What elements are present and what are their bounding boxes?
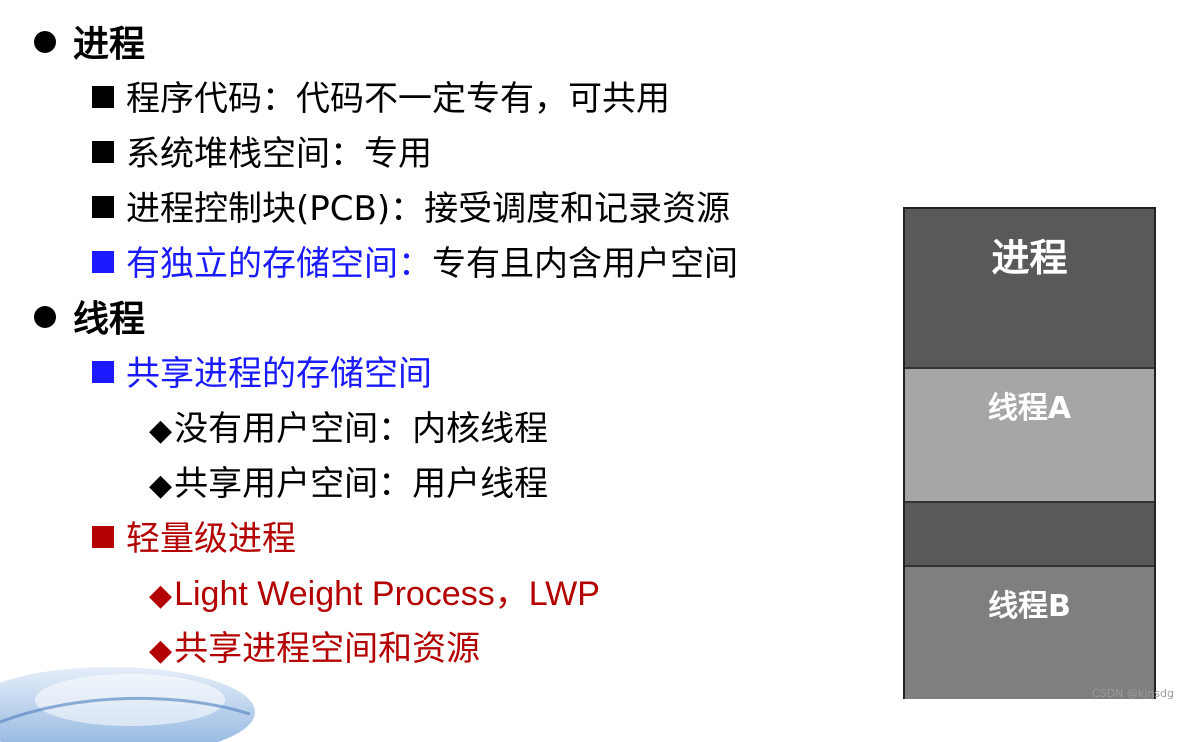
diamond-bullet-icon: ◆: [149, 633, 173, 668]
square-bullet-icon: [92, 196, 114, 218]
outline-text: 共享用户空间：用户线程: [174, 464, 549, 504]
square-bullet-icon: [92, 361, 114, 383]
outline-text: 没有用户空间：内核线程: [174, 409, 549, 449]
process-label: 进程: [991, 236, 1068, 280]
outline-text: 程序代码：代码不一定专有，可共用: [126, 79, 670, 119]
watermark: CSDN @kjnsdg: [1092, 687, 1174, 700]
dot-bullet-icon: [34, 306, 56, 328]
square-bullet-icon: [92, 86, 114, 108]
outline-text: 进程控制块(PCB)：接受调度和记录资源: [126, 189, 731, 229]
outline-item-user-thread: ◆共享用户空间：用户线程: [149, 467, 548, 501]
thread-a-label: 线程A: [987, 391, 1072, 426]
outline-text: 线程: [73, 299, 146, 340]
outline-item-process: 进程: [34, 27, 145, 63]
outline-item-thread: 线程: [34, 302, 145, 338]
outline-item-independent-storage: 有独立的存储空间：专有且内含用户空间: [92, 247, 738, 281]
square-bullet-icon: [92, 251, 114, 273]
outline-item-shared-resources: ◆共享进程空间和资源: [149, 632, 480, 666]
process-block: 进程: [905, 209, 1154, 367]
outline-text: 进程: [73, 24, 146, 65]
outline-text: Light Weight Process，LWP: [174, 575, 600, 613]
outline-item-pcb: 进程控制块(PCB)：接受调度和记录资源: [92, 192, 730, 226]
outline-text: 共享进程空间和资源: [174, 629, 481, 669]
square-bullet-icon: [92, 526, 114, 548]
outline-item-kernel-thread: ◆没有用户空间：内核线程: [149, 412, 548, 446]
square-bullet-icon: [92, 141, 114, 163]
dot-bullet-icon: [34, 31, 56, 53]
outline-item-program-code: 程序代码：代码不一定专有，可共用: [92, 82, 670, 116]
outline-item-lwp: ◆Light Weight Process，LWP: [149, 577, 600, 611]
thread-b-block: 线程B: [905, 565, 1154, 699]
outline-item-stack-space: 系统堆栈空间：专用: [92, 137, 432, 171]
process-gap-block: [905, 503, 1154, 565]
outline-text: 轻量级进程: [126, 519, 296, 559]
outline-item-lightweight-process: 轻量级进程: [92, 522, 296, 556]
outline-text: 系统堆栈空间：专用: [126, 134, 432, 174]
outline-item-shared-storage: 共享进程的存储空间: [92, 357, 432, 391]
outline-text: 有独立的存储空间：: [126, 244, 432, 284]
decorative-swoosh-icon: [0, 667, 255, 742]
thread-b-label: 线程B: [988, 589, 1071, 624]
process-thread-diagram: 进程 线程A 线程B: [903, 207, 1156, 699]
diamond-bullet-icon: ◆: [149, 468, 173, 503]
diamond-bullet-icon: ◆: [149, 413, 173, 448]
outline-text: 共享进程的存储空间: [126, 354, 432, 394]
thread-a-block: 线程A: [905, 367, 1154, 503]
slide: 进程 程序代码：代码不一定专有，可共用 系统堆栈空间：专用 进程控制块(PCB)…: [0, 27, 1174, 742]
diamond-bullet-icon: ◆: [149, 579, 173, 612]
outline-text-suffix: 专有且内含用户空间: [432, 244, 738, 284]
